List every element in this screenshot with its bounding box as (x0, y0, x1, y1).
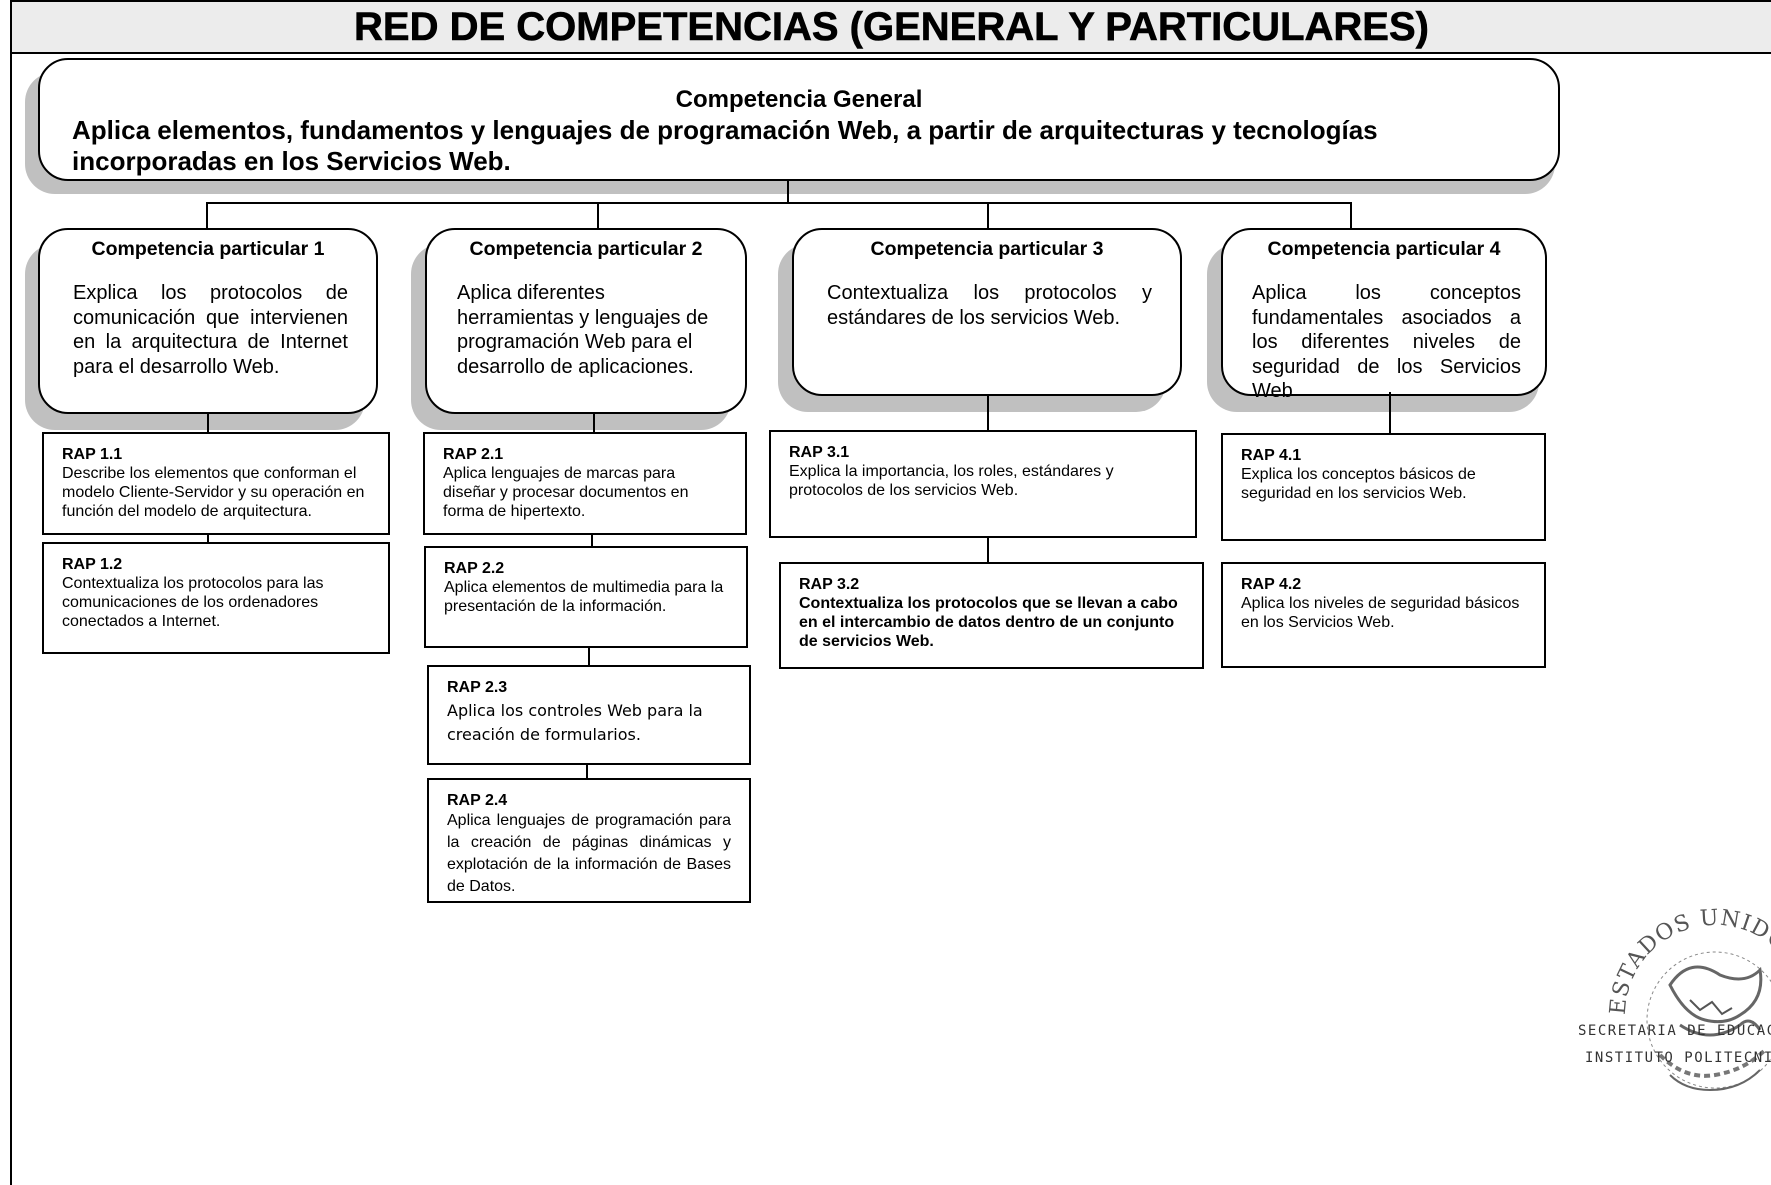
rap-1-2-text: Contextualiza los protocolos para las co… (62, 575, 324, 630)
svg-text:ESTADOS UNIDOS ME: ESTADOS UNIDOS ME (1606, 906, 1771, 1016)
rap-1-2-box: RAP 1.2 Contextualiza los protocolos par… (42, 542, 390, 654)
connector-line (588, 648, 590, 666)
competence-particular-1-box: Competencia particular 1 Explica los pro… (38, 228, 378, 414)
connector-line (206, 202, 1352, 204)
rap-2-4-box: RAP 2.4 Aplica lenguajes de programación… (427, 778, 751, 903)
connector-line (593, 414, 595, 433)
general-competence-box: Competencia General Aplica elementos, fu… (38, 58, 1560, 181)
connector-line (987, 396, 989, 431)
competence-particular-1-text: Explica los protocolos de comunicación q… (73, 282, 348, 378)
connector-line (987, 202, 989, 228)
competence-particular-2-text: Aplica diferentes herramientas y lenguaj… (457, 282, 709, 378)
seal-arc-text: ESTADOS UNIDOS ME (1606, 906, 1771, 1016)
rap-3-1-id: RAP 3.1 (789, 444, 850, 461)
rap-1-1-text: Describe los elementos que conforman el … (62, 465, 365, 520)
rap-2-3-box: RAP 2.3 Aplica los controles Web para la… (427, 665, 751, 765)
rap-2-1-id: RAP 2.1 (443, 446, 504, 463)
rap-2-2-text: Aplica elementos de multimedia para la p… (444, 579, 724, 615)
rap-1-2-id: RAP 1.2 (62, 556, 123, 573)
connector-line (1389, 392, 1391, 434)
competence-particular-2-title: Competencia particular 2 (469, 238, 703, 260)
connector-line (987, 538, 989, 563)
competence-particular-4-title: Competencia particular 4 (1267, 238, 1501, 260)
rap-2-1-text: Aplica lenguajes de marcas para diseñar … (443, 465, 689, 520)
rap-2-3-text: Aplica los controles Web para la creació… (447, 701, 703, 744)
connector-line (206, 202, 208, 228)
seal-line-1: SECRETARIA DE EDUCACI (1578, 1023, 1771, 1039)
rap-4-2-box: RAP 4.2 Aplica los niveles de seguridad … (1221, 562, 1546, 668)
general-competence-text: Aplica elementos, fundamentos y lenguaje… (72, 115, 1378, 176)
connector-line (591, 535, 593, 547)
connector-line (586, 765, 588, 779)
rap-2-1-box: RAP 2.1 Aplica lenguajes de marcas para … (423, 432, 747, 535)
rap-3-2-id: RAP 3.2 (799, 576, 860, 593)
rap-3-2-text: Contextualiza los protocolos que se llev… (799, 595, 1178, 650)
rap-3-2-box: RAP 3.2 Contextualiza los protocolos que… (779, 562, 1204, 669)
rap-2-4-id: RAP 2.4 (447, 792, 508, 809)
competence-particular-2-box: Competencia particular 2 Aplica diferent… (425, 228, 747, 414)
rap-2-4-text: Aplica lenguajes de programación para la… (447, 812, 731, 895)
rap-4-1-box: RAP 4.1 Explica los conceptos básicos de… (1221, 433, 1546, 541)
rap-4-1-text: Explica los conceptos básicos de segurid… (1241, 466, 1476, 502)
general-competence-heading: Competencia General (675, 86, 923, 113)
seal-line-2: INSTITUTO POLITECNICO (1585, 1050, 1771, 1066)
rap-2-3-id: RAP 2.3 (447, 679, 508, 696)
competence-particular-4-box: Competencia particular 4 Aplica los conc… (1221, 228, 1547, 402)
rap-3-1-text: Explica la importancia, los roles, están… (789, 463, 1114, 499)
rap-4-2-id: RAP 4.2 (1241, 576, 1302, 593)
rap-4-1-id: RAP 4.1 (1241, 447, 1302, 464)
rap-2-2-id: RAP 2.2 (444, 560, 505, 577)
connector-line (207, 535, 209, 543)
rap-4-2-text: Aplica los niveles de seguridad básicos … (1241, 595, 1520, 631)
page-title: RED DE COMPETENCIAS (GENERAL Y PARTICULA… (354, 5, 1430, 50)
connector-line (597, 202, 599, 228)
page-frame (10, 0, 1771, 1185)
competence-particular-3-box: Competencia particular 3 Contextualiza l… (792, 228, 1182, 396)
rap-3-1-box: RAP 3.1 Explica la importancia, los role… (769, 430, 1197, 538)
rap-1-1-box: RAP 1.1 Describe los elementos que confo… (42, 432, 390, 535)
connector-line (207, 414, 209, 433)
competence-particular-4-text: Aplica los conceptos fundamentales asoci… (1252, 282, 1521, 402)
national-seal-icon: ESTADOS UNIDOS ME (1606, 906, 1771, 1092)
rap-1-1-id: RAP 1.1 (62, 446, 123, 463)
connector-line (787, 181, 789, 203)
competence-particular-3-title: Competencia particular 3 (870, 238, 1104, 260)
competence-particular-1-title: Competencia particular 1 (91, 238, 325, 260)
connector-line (1350, 202, 1352, 228)
competence-particular-3-text: Contextualiza los protocolos y estándare… (827, 282, 1152, 329)
title-bar: RED DE COMPETENCIAS (GENERAL Y PARTICULA… (10, 0, 1771, 54)
rap-2-2-box: RAP 2.2 Aplica elementos de multimedia p… (424, 546, 748, 648)
